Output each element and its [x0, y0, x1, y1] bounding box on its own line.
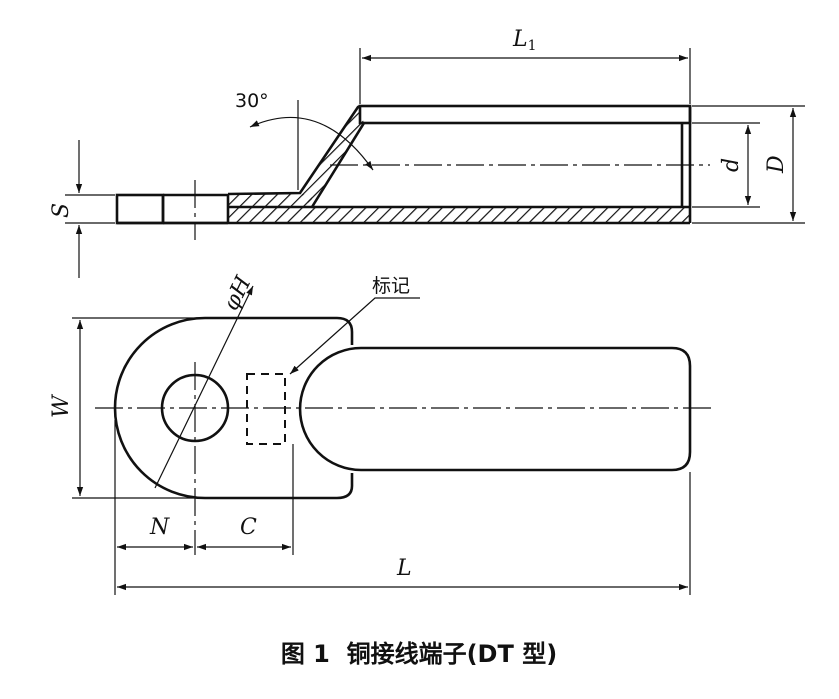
N-label: N	[149, 515, 170, 540]
d-label: d	[719, 158, 744, 172]
figure-caption: 图 1 铜接线端子(DT 型)	[281, 640, 557, 668]
barrel-taper-wall	[300, 107, 364, 207]
barrel-wall-bottom	[304, 207, 690, 223]
L-label: L	[396, 556, 412, 581]
mark-leader	[289, 297, 420, 375]
barrel-outline	[298, 346, 692, 472]
plan-view: φH 标记 W N C L	[49, 272, 712, 595]
phiH-leader	[154, 285, 254, 489]
mark-label: 标记	[372, 275, 410, 297]
W-label: W	[49, 393, 74, 418]
section-view: 30° L1 d D S	[49, 27, 805, 278]
L1-label: L1	[512, 27, 537, 54]
barrel-wall-top	[358, 104, 692, 125]
tab-section-left	[115, 193, 165, 225]
mark-area	[246, 373, 286, 445]
phiH-label: φH	[219, 272, 257, 315]
D-label: D	[764, 155, 789, 174]
C-label: C	[240, 515, 257, 540]
angle-arc	[249, 116, 374, 171]
S-label: S	[49, 203, 74, 218]
angle-label: 30°	[235, 90, 269, 112]
tab-section-right	[228, 194, 312, 223]
